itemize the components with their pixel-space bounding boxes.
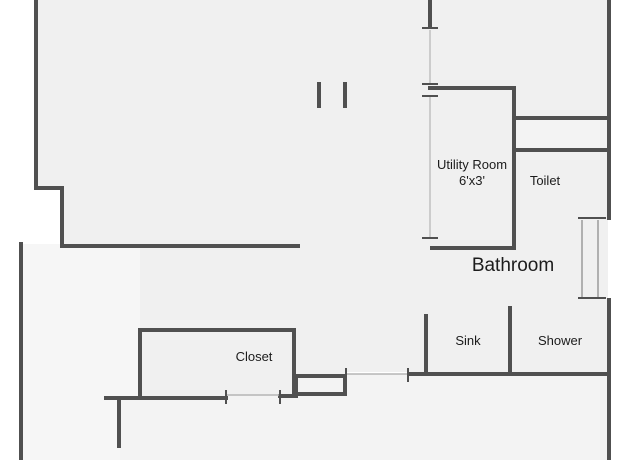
utility-room-floor [430, 88, 514, 248]
wall-upper-right-bottom [512, 86, 610, 120]
shower-label: Shower [537, 333, 583, 348]
upper-right-room-floor [430, 0, 610, 118]
toilet-label: Toilet [529, 173, 561, 188]
column-markers [317, 82, 347, 108]
bathroom-floor [426, 150, 608, 372]
wall-closet [138, 328, 296, 398]
openings [226, 30, 599, 396]
door-jambs [225, 27, 606, 404]
bathroom-label: Bathroom [471, 255, 555, 276]
wall-left-upper [34, 0, 300, 248]
bathroom-niche-floor [516, 120, 608, 148]
wall-cabinet [294, 374, 347, 396]
sink-label: Sink [455, 333, 481, 348]
utility-room-name: Utility Room [436, 157, 508, 172]
utility-room-dimensions: 6'x3' [459, 172, 485, 188]
floor-areas [20, 0, 610, 460]
utility-room-label: Utility Room 6'x3' [430, 157, 514, 188]
closet-label: Closet [235, 349, 273, 364]
bottom-corridor-floor [120, 374, 608, 460]
main-room-floor [36, 0, 430, 396]
column-marker-left [317, 82, 321, 108]
column-marker-right [343, 82, 347, 108]
lower-left-floor [20, 244, 140, 460]
wall-utility-top [428, 86, 516, 250]
walls [19, 0, 611, 460]
